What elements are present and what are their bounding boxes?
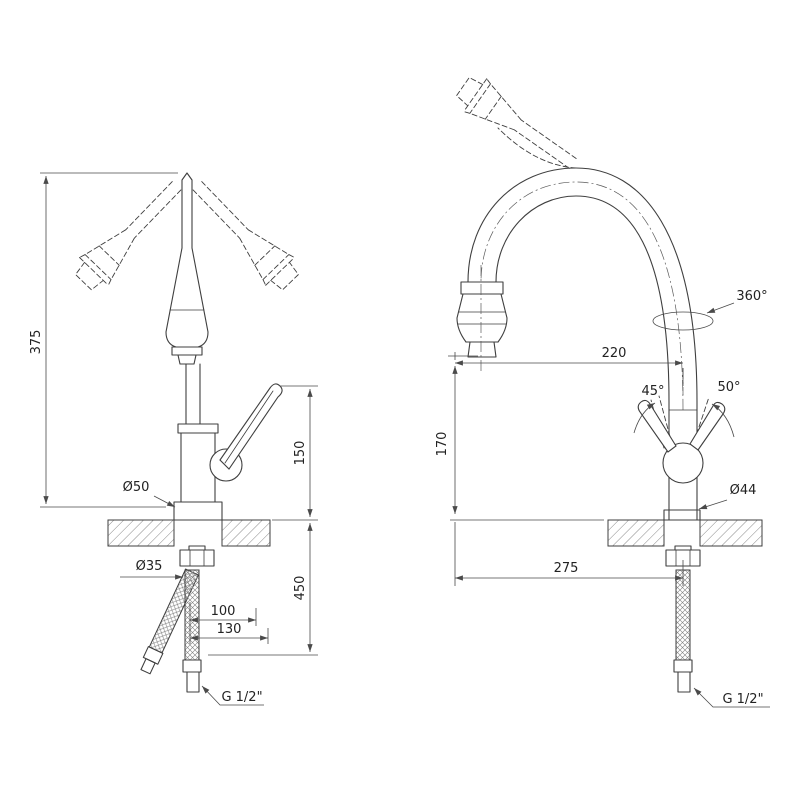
motion-path [497, 127, 577, 169]
dim-swivel-angle: 360° [736, 289, 767, 304]
swivel-indicator [652, 311, 714, 331]
front-view-dimensions: 375 150 450 Ø50 Ø35 100 130 G 1/2" [29, 172, 318, 706]
dim-overall-reach: 275 [554, 561, 579, 576]
dim-spout-reach: 220 [602, 346, 627, 361]
dim-hose-offset-inner: 100 [211, 604, 236, 619]
dim-body-diameter: Ø44 [730, 483, 757, 498]
spray-head-raised-icon [450, 69, 585, 181]
side-view: 170 220 275 360° 45° 50° Ø44 G 1/2" [435, 69, 770, 708]
dim-base-diameter: Ø50 [123, 480, 150, 495]
gooseneck-spout [467, 167, 698, 411]
side-handle [637, 395, 726, 484]
dim-shank-diameter: Ø35 [136, 559, 163, 574]
supply-hose-side [665, 368, 701, 693]
faucet-spout [165, 172, 209, 425]
dim-lever-angle-right: 50° [717, 380, 740, 395]
dim-handle-height: 150 [293, 441, 308, 466]
dim-lever-angle-left: 45° [641, 384, 664, 399]
pulldown-spray-head [456, 265, 508, 372]
countertop [107, 519, 271, 547]
dim-total-height: 375 [29, 330, 44, 355]
dim-thread-front: G 1/2" [221, 690, 262, 705]
countertop-side [607, 519, 763, 547]
spray-head-tilted-right-icon [182, 171, 306, 297]
spout-centerline [480, 181, 684, 411]
dim-thread-side: G 1/2" [722, 692, 763, 707]
dim-hose-drop: 450 [293, 576, 308, 601]
dim-spout-height: 170 [435, 432, 450, 457]
front-view: 375 150 450 Ø50 Ø35 100 130 G 1/2" [29, 171, 318, 706]
side-view-dimensions: 170 220 275 360° 45° 50° Ø44 G 1/2" [435, 289, 770, 708]
dim-hose-offset-outer: 130 [217, 622, 242, 637]
faucet-handle [209, 383, 283, 482]
spray-head-tilted-left-icon [68, 171, 192, 297]
